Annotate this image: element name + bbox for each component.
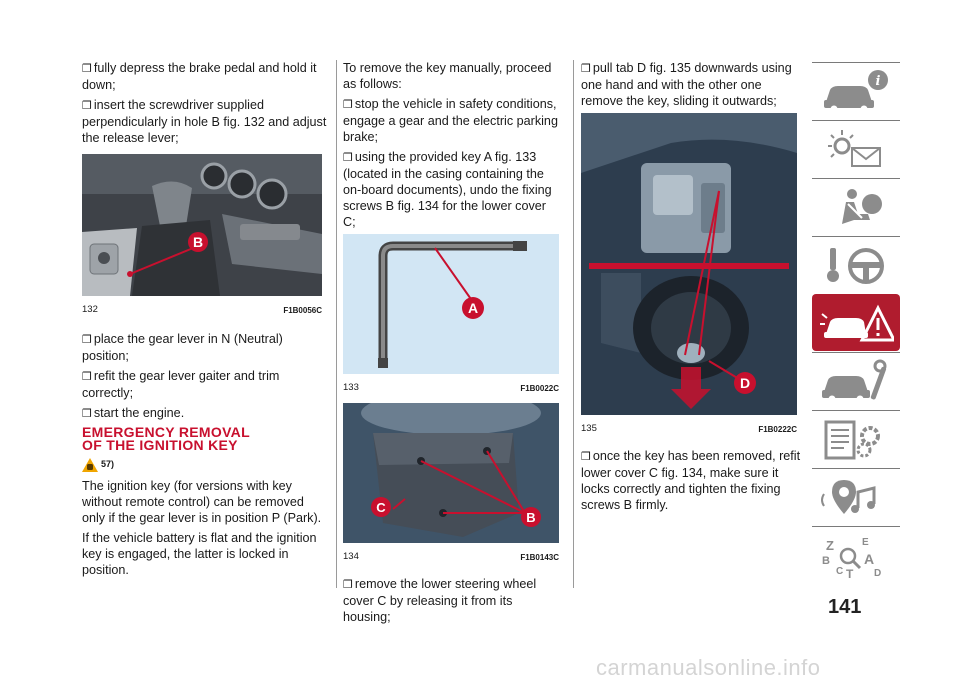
step-text: using the provided key A fig. 133 (locat… [343, 150, 552, 229]
step-item: ❒once the key has been removed, refit lo… [581, 448, 801, 513]
step-item: ❒remove the lower steering wheel cover C… [343, 576, 561, 625]
step-text: place the gear lever in N (Neutral) posi… [82, 332, 283, 363]
sidebar-item-in-an-emergency[interactable] [812, 294, 900, 351]
key-tool-illustration: A [343, 234, 559, 374]
step-text: fully depress the brake pedal and hold i… [82, 61, 317, 92]
sidebar-item-index[interactable]: Z E B A C T D [812, 526, 900, 583]
figure-caption: 133 F1B0022C [343, 380, 559, 397]
sidebar-item-starting-driving[interactable] [812, 236, 900, 293]
step-item: ❒fully depress the brake pedal and hold … [82, 60, 327, 93]
callout-d: D [740, 375, 750, 391]
step-item: ❒using the provided key A fig. 133 (loca… [343, 149, 561, 230]
step-text: insert the screwdriver supplied perpendi… [82, 98, 327, 145]
index-letter: E [862, 537, 869, 548]
step-text: pull tab D fig. 135 downwards using one … [581, 61, 792, 108]
column-divider [573, 60, 574, 588]
car-info-icon: i [824, 70, 888, 113]
car-maintenance-icon [822, 359, 887, 403]
callout-b: B [193, 234, 203, 250]
page-number: 141 [828, 596, 862, 618]
figure-135: D 135 F1B0222C [581, 113, 801, 438]
figure-132: B 132 F1B0056C [82, 154, 327, 319]
step-text: start the engine. [93, 406, 185, 420]
index-letter: B [822, 555, 830, 567]
figure-code: F1B0022C [520, 384, 559, 393]
figure-caption: 135 F1B0222C [581, 421, 797, 438]
multimedia-icon [821, 480, 876, 514]
airbag-seat-icon [842, 189, 882, 224]
checkbox-glyph: ❒ [82, 333, 92, 346]
figure-number: 132 [82, 304, 98, 315]
paragraph: The ignition key (for versions with key … [82, 479, 322, 525]
column-3: ❒pull tab D fig. 135 downwards using one… [581, 60, 801, 517]
sidebar-item-servicing[interactable] [812, 352, 900, 409]
callout-a: A [468, 300, 478, 316]
index-letter: T [846, 567, 854, 580]
figure-number: 134 [343, 551, 359, 562]
paragraph: To remove the key manually, proceed as f… [343, 61, 552, 91]
figure-number: 133 [343, 382, 359, 393]
figure-code: F1B0222C [758, 425, 797, 434]
step-item: ❒insert the screwdriver supplied perpend… [82, 97, 327, 146]
warning-light-message-icon [828, 130, 881, 167]
step-text: remove the lower steering wheel cover C … [343, 577, 537, 624]
column-2: To remove the key manually, proceed as f… [343, 60, 561, 629]
sidebar-item-safety[interactable] [812, 178, 900, 235]
emergency-car-icon [820, 304, 894, 342]
section-heading: EMERGENCY REMOVAL OF THE IGNITION KEY [82, 424, 327, 453]
steering-column-photo: D [581, 113, 797, 415]
watermark: carmanualsonline.info [596, 655, 821, 680]
index-letter: C [836, 566, 843, 577]
checkbox-glyph: ❒ [581, 62, 591, 75]
step-text: refit the gear lever gaiter and trim cor… [82, 369, 280, 400]
paragraph: If the vehicle battery is flat and the i… [82, 531, 317, 577]
warning-reference: 57) [82, 456, 327, 472]
checkbox-glyph: ❒ [82, 370, 92, 383]
key-steering-wheel-icon [827, 248, 884, 284]
step-item: ❒start the engine. [82, 405, 327, 422]
step-text: stop the vehicle in safety conditions, e… [343, 97, 558, 144]
checkbox-glyph: ❒ [343, 98, 353, 111]
figure-134: C B 134 F1B0143C [343, 391, 561, 566]
checkbox-glyph: ❒ [82, 407, 92, 420]
figure-code: F1B0056C [283, 306, 322, 315]
warning-ref-text: 57) [101, 459, 115, 469]
sidebar-item-multimedia[interactable] [812, 468, 900, 525]
figure-caption: 132 F1B0056C [82, 302, 322, 319]
sidebar-item-technical-data[interactable] [812, 410, 900, 467]
checkbox-glyph: ❒ [581, 450, 591, 463]
heading-line: OF THE IGNITION KEY [82, 437, 238, 453]
column-divider [336, 60, 337, 588]
figure-caption: 134 F1B0143C [343, 549, 559, 566]
column-1: ❒fully depress the brake pedal and hold … [82, 60, 327, 582]
checkbox-glyph: ❒ [82, 99, 92, 112]
step-item: ❒place the gear lever in N (Neutral) pos… [82, 331, 327, 364]
step-item: ❒stop the vehicle in safety conditions, … [343, 96, 561, 145]
callout-c: C [376, 500, 386, 515]
step-text: once the key has been removed, refit low… [581, 449, 801, 512]
figure-code: F1B0143C [520, 553, 559, 562]
steering-cover-photo: C B [343, 391, 559, 543]
figure-133: A 133 F1B0022C [343, 234, 561, 397]
figure-number: 135 [581, 423, 597, 434]
gear-lever-photo: B [82, 154, 322, 296]
svg-text:i: i [876, 74, 881, 89]
checkbox-glyph: ❒ [82, 62, 92, 75]
index-letter: D [874, 568, 881, 579]
step-item: ❒refit the gear lever gaiter and trim co… [82, 368, 327, 401]
step-item: ❒pull tab D fig. 135 downwards using one… [581, 60, 801, 109]
warning-hand-icon [82, 458, 98, 472]
index-letter: A [864, 551, 874, 567]
checkbox-glyph: ❒ [343, 578, 353, 591]
index-letter: Z [826, 538, 834, 553]
callout-b: B [526, 510, 535, 525]
sidebar-item-warning-lights[interactable] [812, 120, 900, 177]
index-icon: Z E B A C T D [822, 537, 881, 580]
technical-data-icon [824, 420, 880, 460]
heading-line: EMERGENCY REMOVAL [82, 424, 250, 440]
checkbox-glyph: ❒ [343, 151, 353, 164]
chapter-sidebar: i [812, 62, 900, 582]
sidebar-item-vehicle-info[interactable]: i [812, 62, 900, 119]
